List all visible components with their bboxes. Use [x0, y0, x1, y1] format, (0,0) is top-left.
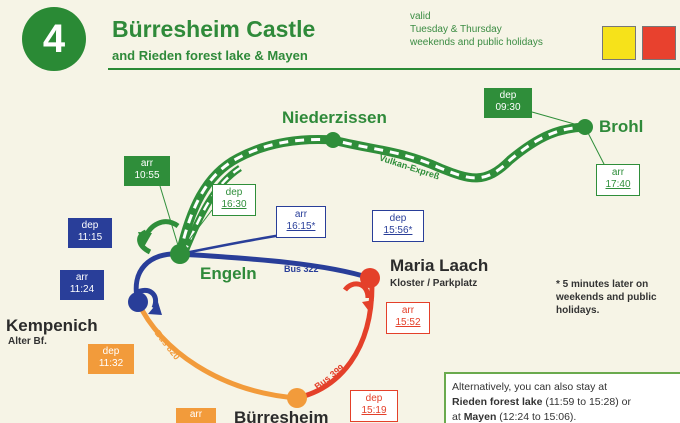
time-burresheim-dep: dep 15:19: [350, 390, 398, 422]
time-label: dep: [81, 220, 99, 231]
route-number-badge: 4: [22, 7, 86, 71]
alt-text: at: [452, 411, 461, 423]
alt-times: (11:59 to 15:28) or: [545, 396, 631, 408]
footnote: * 5 minutes later on weekends and public…: [556, 279, 657, 316]
time-value: 17:40: [605, 179, 631, 190]
time-label: arr: [401, 305, 415, 316]
time-label: arr: [611, 167, 625, 178]
time-label: dep: [389, 213, 407, 224]
validity-line: weekends and public holidays: [410, 37, 543, 48]
time-label: dep: [499, 90, 517, 101]
railway-vulkan-express: [175, 122, 590, 259]
alternative-info-box: Alternatively, you can also stay at Ried…: [444, 372, 680, 423]
time-value: 15:56*: [383, 225, 413, 236]
time-maria-laach-dep: dep 15:56*: [372, 210, 424, 242]
time-value: 15:52: [395, 317, 421, 328]
time-label: dep: [225, 187, 243, 198]
time-value: 11:15: [77, 232, 103, 243]
time-brohl-arr: arr 17:40: [596, 164, 640, 196]
station-brohl[interactable]: [577, 119, 593, 135]
validity-swatch-red: [642, 26, 676, 60]
validity-swatch-yellow: [602, 26, 636, 60]
label-maria-laach: Maria Laach: [390, 256, 489, 275]
time-label: dep: [102, 346, 120, 357]
time-value: 10:55: [134, 170, 160, 181]
label-maria-laach-stop: Kloster / Parkplatz: [390, 278, 478, 289]
header-divider: [108, 68, 680, 70]
alt-text: Alternatively, you can also stay at: [452, 381, 608, 393]
time-label: arr: [189, 409, 203, 420]
kempenich-arrow: [134, 287, 158, 309]
time-engeln-rail-arr: arr 10:55: [124, 156, 170, 186]
label-brohl: Brohl: [599, 117, 644, 136]
time-value: 09:30: [495, 102, 521, 113]
time-kempenich-dep: dep 11:32: [88, 344, 134, 374]
page-title: Bürresheim Castle: [112, 16, 316, 42]
time-value: 11:32: [98, 358, 124, 369]
label-burresheim: Bürresheim: [234, 408, 329, 423]
time-label: arr: [140, 158, 154, 169]
engeln-arrow-dep: [137, 229, 152, 255]
time-engeln-rail-dep: dep 16:30: [212, 184, 256, 216]
time-label: arr: [294, 209, 308, 220]
time-maria-laach-arr: arr 15:52: [386, 302, 430, 334]
kempenich-arrow-head: [148, 302, 162, 315]
callout-leaders: [159, 111, 606, 253]
maria-laach-arrow: [342, 281, 371, 299]
bus-322-route: [133, 251, 371, 303]
label-kempenich: Kempenich: [6, 316, 98, 335]
station-niederzissen[interactable]: [325, 132, 341, 148]
station-engeln[interactable]: [170, 244, 190, 264]
time-label: dep: [365, 393, 383, 404]
time-value: 15:19: [361, 405, 387, 416]
station-burresheim[interactable]: [287, 388, 307, 408]
alt-times: (12:24 to 15:06).: [499, 411, 577, 423]
validity-line: Tuesday & Thursday: [410, 24, 502, 35]
time-label: arr: [75, 272, 89, 283]
page-subtitle: and Rieden forest lake & Mayen: [112, 48, 308, 63]
bus-820-route: [135, 300, 298, 401]
bus-399-route: [296, 284, 375, 401]
time-value: 16:30: [221, 199, 247, 210]
station-maria-laach[interactable]: [360, 268, 380, 288]
time-engeln-bus-dep: dep 11:15: [68, 218, 112, 248]
time-kempenich-arr: arr 11:24: [60, 270, 104, 300]
label-engeln: Engeln: [200, 264, 257, 283]
validity-line: valid: [410, 11, 431, 22]
label-kempenich-stop: Alter Bf.: [8, 336, 47, 347]
time-brohl-dep: dep 09:30: [484, 88, 532, 118]
alt-place: Mayen: [463, 411, 497, 423]
time-engeln-bus-arr: arr 16:15*: [276, 206, 326, 238]
time-value: 16:15*: [286, 221, 316, 232]
alt-place: Rieden forest lake: [452, 396, 543, 408]
time-value: 11:24: [69, 284, 95, 295]
label-niederzissen: Niederzissen: [282, 108, 387, 127]
station-kempenich[interactable]: [128, 292, 148, 312]
time-burresheim-arr: arr: [176, 408, 216, 423]
label-bus-322: Bus 322: [284, 264, 319, 274]
validity-info: valid Tuesday & Thursday weekends and pu…: [410, 10, 543, 49]
maria-laach-arrow-head: [362, 300, 374, 310]
